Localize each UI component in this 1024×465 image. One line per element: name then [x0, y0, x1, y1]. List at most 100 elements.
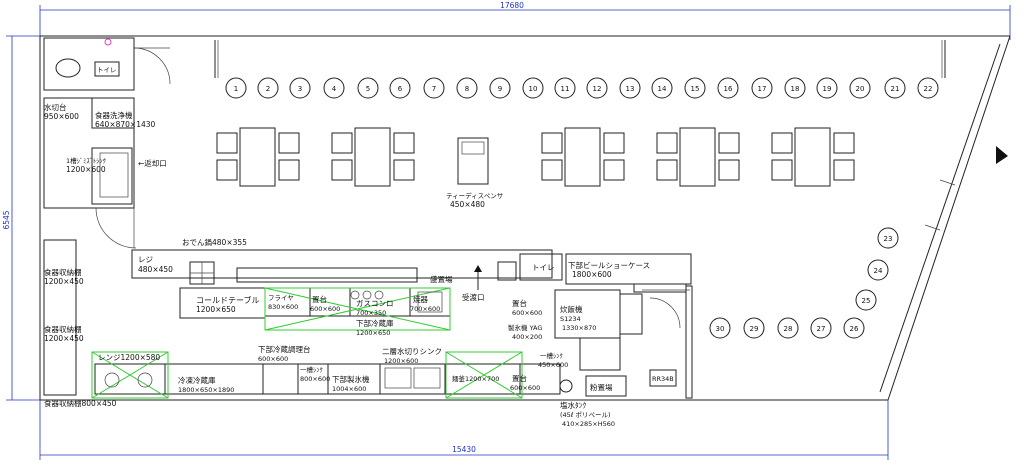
label-fryer-size: 830×600 — [268, 303, 298, 311]
seat-20: 20 — [856, 85, 865, 93]
seat-7: 7 — [432, 85, 436, 93]
tables — [216, 127, 855, 187]
label-rice-size: 1330×870 — [562, 324, 596, 332]
label-freezer: 冷凍冷蔵庫 — [178, 375, 216, 385]
seat-circles-top: 1 2 3 4 5 6 7 8 9 10 11 12 13 14 15 16 1… — [225, 77, 939, 99]
label-rr: RR34B — [652, 375, 674, 383]
seat-22: 22 — [924, 85, 933, 93]
label-cold-table-size: 1200×650 — [196, 305, 236, 314]
label-beer-case-size: 1800×600 — [572, 270, 612, 279]
label-freezer-size: 1800×650×1890 — [178, 386, 234, 394]
seat-12: 12 — [593, 85, 602, 93]
seat-15: 15 — [691, 85, 700, 93]
label-tana1: 食器収納棚 — [44, 267, 82, 277]
seat-25: 25 — [862, 297, 871, 305]
seat-29: 29 — [750, 325, 759, 333]
label-receiving: 受渡口 — [462, 292, 485, 302]
seat-27: 27 — [817, 325, 826, 333]
seat-24: 24 — [874, 267, 883, 275]
dimension-lines — [6, 5, 1011, 460]
dim-left: 6545 — [2, 210, 11, 229]
label-dispenser: ティーディスペンサ — [446, 191, 503, 200]
label-return-port: ←返却口 — [138, 158, 167, 168]
label-fryer: フライヤ — [268, 294, 294, 302]
label-tana2-size: 1200×450 — [44, 334, 84, 343]
label-ice-maker-size: 400×200 — [512, 333, 542, 341]
label-grill-size: 700×600 — [410, 305, 440, 313]
seat-21: 21 — [891, 85, 900, 93]
equipment-labels: トイレ 水切台 950×600 食器洗浄機 640×870×1430 1槽ｼﾞﾐ… — [44, 66, 674, 428]
label-rice-model: S1234 — [560, 315, 581, 323]
label-toilet: トイレ — [97, 66, 117, 74]
seat-13: 13 — [626, 85, 635, 93]
label-sink-two: 二層水切りシンク — [382, 346, 442, 356]
seat-1: 1 — [234, 85, 238, 93]
label-grill: 焼器 — [413, 295, 428, 304]
label-serving: 盛置場 — [430, 274, 453, 284]
label-sink-top-size: 950×600 — [44, 112, 79, 121]
label-dispenser-size: 450×480 — [450, 200, 485, 209]
seat-5: 5 — [366, 85, 370, 93]
label-stand: 置台 — [312, 294, 327, 304]
label-stand-size: 600×600 — [310, 305, 340, 313]
label-sink-small-size: 450×600 — [538, 361, 568, 369]
label-under-prep: 下部冷蔵調理台 — [258, 344, 311, 354]
walls — [39, 35, 1011, 401]
label-tana1-size: 1200×450 — [44, 277, 84, 286]
label-sink-small: 一槽ｼﾝｸ — [540, 351, 563, 360]
label-stand2: 置台 — [512, 298, 527, 308]
seat-3: 3 — [298, 85, 302, 93]
label-gas-stove: ガスコンロ — [356, 298, 394, 308]
seat-18: 18 — [791, 85, 800, 93]
label-under-ice-size: 1004×600 — [332, 385, 366, 393]
label-salt-tank: 塩水ﾀﾝｸ — [560, 400, 586, 410]
seat-23: 23 — [884, 235, 893, 243]
label-stand3: 置台 — [512, 373, 527, 383]
label-under-prep-size: 600×600 — [258, 355, 288, 363]
entrance-arrow-icon — [996, 146, 1008, 164]
label-under-fridge: 下部冷蔵庫 — [356, 318, 394, 328]
label-noodle: 麺釜1200×700 — [452, 374, 499, 383]
label-stand3-size: 600×600 — [510, 384, 540, 392]
label-beer-case: 下部ビールショーケース — [568, 260, 650, 270]
label-salt-tank-size: 410×285×H560 — [562, 420, 615, 428]
label-oden: おでん鍋480×355 — [182, 237, 247, 247]
dim-bottom: 15430 — [452, 445, 476, 454]
label-sink-one-size: 800×600 — [300, 375, 330, 383]
seat-2: 2 — [266, 85, 270, 93]
label-salt-tank-spec: (45ℓ ポリペール) — [560, 411, 611, 419]
seat-6: 6 — [398, 85, 403, 93]
seat-17: 17 — [758, 85, 767, 93]
seat-8: 8 — [465, 85, 469, 93]
seat-16: 16 — [724, 85, 733, 93]
label-sink1: 1槽ｼﾞﾐｽﾞﾄｼﾝｸ — [66, 156, 106, 165]
seat-10: 10 — [529, 85, 538, 93]
label-under-fridge-size: 1200×650 — [356, 329, 390, 337]
label-sink1-size: 1200×600 — [66, 165, 106, 174]
label-register-size: 480×450 — [138, 265, 173, 274]
label-ice-maker: 製氷機 YAG — [508, 323, 542, 332]
label-dishwasher-size: 640×870×1430 — [95, 120, 156, 129]
label-powder: 粉置場 — [590, 382, 613, 392]
seat-circles-right: 23 24 25 — [855, 227, 899, 311]
seat-9: 9 — [498, 85, 502, 93]
label-dishwasher: 食器洗浄機 — [95, 110, 133, 120]
dim-top: 17680 — [500, 1, 524, 10]
seat-4: 4 — [332, 85, 337, 93]
label-register: レジ — [138, 255, 153, 264]
label-sink-top: 水切台 — [44, 102, 67, 112]
label-toire2: トイレ — [532, 263, 555, 272]
seat-28: 28 — [784, 325, 793, 333]
label-stand2-size: 600×600 — [512, 309, 542, 317]
label-range: レンジ1200×580 — [98, 353, 160, 362]
seat-circles-bottom: 30 29 28 27 26 — [709, 317, 865, 339]
seat-14: 14 — [658, 85, 667, 93]
label-under-ice: 下部製氷機 — [332, 374, 370, 384]
label-cold-table: コールドテーブル — [196, 295, 260, 305]
seat-19: 19 — [823, 85, 832, 93]
label-gas-stove-size: 700×350 — [356, 309, 386, 317]
seat-26: 26 — [850, 325, 859, 333]
label-rice: 炊飯機 — [560, 304, 583, 314]
label-sink-one: 一槽ｼﾝｸ — [300, 365, 323, 374]
